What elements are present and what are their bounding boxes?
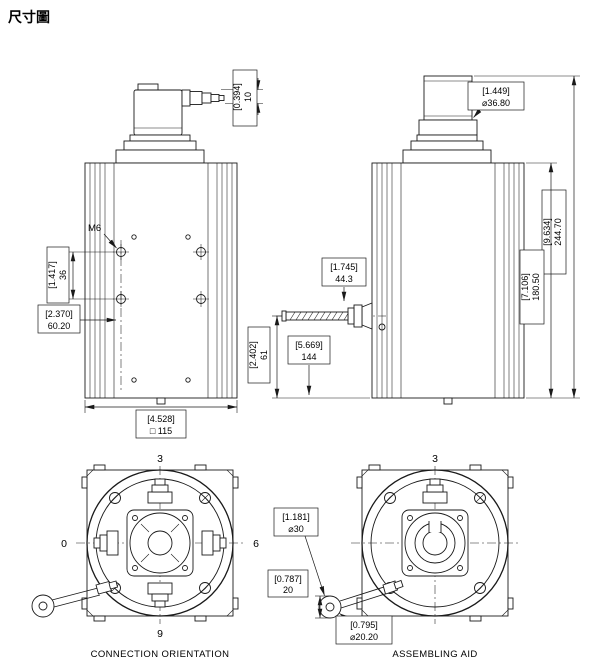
side-body bbox=[371, 162, 525, 399]
dim-body-width: [4.528] □ 115 bbox=[84, 400, 238, 439]
dim-depth-mm: 20 bbox=[283, 585, 293, 595]
dim-hole-spacing: [1.417] 36 bbox=[46, 246, 114, 304]
shaft-end bbox=[147, 530, 173, 556]
page-title: 尺寸圖 bbox=[8, 9, 50, 25]
shaft-collar bbox=[418, 119, 478, 136]
center-plate bbox=[401, 509, 469, 577]
extrusion-fins bbox=[89, 163, 233, 398]
dim-bore-inch: [1.181] bbox=[282, 512, 310, 522]
dim-total-height: [9.634] 244.70 bbox=[474, 75, 580, 399]
top-flange bbox=[402, 134, 492, 164]
bottom-nub bbox=[443, 397, 453, 405]
dim-body-height-mm: 180.50 bbox=[531, 273, 541, 301]
dim-body-height-inch: [7.106] bbox=[520, 273, 530, 301]
side-view: [1.449] ⌀36.80 [9.634] 244.70 [7.106] 18… bbox=[247, 75, 580, 405]
plate-screws bbox=[132, 515, 188, 571]
small-screw bbox=[131, 377, 137, 383]
orientation-label-top: 3 bbox=[157, 453, 163, 465]
small-screw bbox=[185, 234, 191, 240]
dim-body-width-mm: □ 115 bbox=[150, 426, 172, 436]
assembling-aid-ring bbox=[414, 519, 456, 564]
position-mark bbox=[378, 323, 386, 331]
key-marks bbox=[140, 523, 180, 563]
center-bore bbox=[129, 512, 191, 574]
assembling-aid-view: 3 [1.181] ⌀30 [0.787] 20 bbox=[267, 453, 519, 645]
thread-label: M6 bbox=[88, 223, 101, 234]
tool-head bbox=[31, 594, 55, 618]
dim-hole-offset-mm: 60.20 bbox=[48, 321, 71, 331]
mounting-hole bbox=[193, 244, 209, 260]
dim-connector-tip: [0.394] 10 bbox=[221, 69, 263, 127]
dim-hole-offset-inch: [2.370] bbox=[45, 309, 73, 319]
connector-position-9 bbox=[147, 582, 173, 608]
front-body bbox=[84, 162, 238, 399]
dim-hole-offset: [2.370] 60.20 bbox=[37, 304, 117, 334]
mounting-holes bbox=[113, 234, 209, 383]
connector-position-6 bbox=[201, 530, 227, 556]
extrusion-fins bbox=[376, 163, 520, 398]
dim-depth: [0.787] 20 bbox=[267, 569, 329, 619]
bottom-nub bbox=[156, 397, 166, 405]
cable-gland-right bbox=[181, 89, 225, 107]
cable-gland bbox=[361, 302, 373, 330]
dim-shaft-dia-mm: ⌀36.80 bbox=[482, 98, 510, 108]
mounting-hole bbox=[113, 244, 129, 260]
dim-body-width-inch: [4.528] bbox=[147, 414, 175, 424]
plate-screws bbox=[407, 515, 463, 571]
dim-shaft-dia-inch: [1.449] bbox=[482, 86, 510, 96]
connector-position-3 bbox=[422, 478, 448, 504]
orientation-label-top: 3 bbox=[432, 453, 438, 465]
top-flange bbox=[115, 134, 205, 164]
flange-screws bbox=[109, 492, 211, 594]
connection-orientation-view: 3 0 6 9 bbox=[31, 453, 259, 640]
shaft bbox=[418, 75, 478, 136]
dim-cable-to-bottom-mm: 61 bbox=[259, 350, 269, 360]
front-view: [0.394] 10 M6 [1.417] 36 [2.370] 60.20 bbox=[37, 69, 263, 439]
mounting-hole bbox=[113, 291, 129, 307]
dim-tool-dia-inch: [0.795] bbox=[350, 620, 378, 630]
dim-connector-tip-mm: 10 bbox=[243, 92, 253, 102]
dim-cable-to-bottom-inch: [2.402] bbox=[248, 341, 258, 369]
dim-cable-length-inch: [5.669] bbox=[295, 340, 323, 350]
dim-tool-dia: [0.795] ⌀20.20 bbox=[335, 613, 393, 645]
top-connector bbox=[133, 83, 225, 136]
dim-cable-height-inch: [1.745] bbox=[330, 262, 358, 272]
dim-cable-height-mm: 44.3 bbox=[335, 274, 353, 284]
dim-cable-length: [5.669] 144 bbox=[287, 335, 331, 396]
orientation-label-left: 0 bbox=[61, 538, 67, 550]
orientation-label-bottom: 9 bbox=[157, 628, 163, 640]
dim-depth-inch: [0.787] bbox=[274, 574, 302, 584]
small-screw bbox=[131, 234, 137, 240]
assembly-tool bbox=[318, 579, 404, 619]
assembling-aid-caption: ASSEMBLING AID bbox=[392, 649, 477, 660]
panel-edges bbox=[113, 163, 209, 398]
tool-head bbox=[318, 595, 342, 619]
dim-total-height-inch: [9.634] bbox=[542, 218, 552, 246]
dim-bore-mm: ⌀30 bbox=[288, 524, 303, 534]
dim-hole-spacing-inch: [1.417] bbox=[47, 261, 57, 289]
connector-position-0 bbox=[93, 530, 119, 556]
small-screw bbox=[185, 377, 191, 383]
dim-connector-tip-inch: [0.394] bbox=[232, 83, 242, 111]
dim-cable-height: [1.745] 44.3 bbox=[321, 257, 367, 302]
connection-orientation-caption: CONNECTION ORIENTATION bbox=[91, 649, 230, 660]
connector-position-3 bbox=[147, 478, 173, 504]
cable-exit bbox=[276, 302, 386, 331]
cable-hatching bbox=[289, 311, 349, 321]
assembly-tool bbox=[31, 580, 119, 618]
dim-tool-dia-mm: ⌀20.20 bbox=[350, 632, 378, 642]
mounting-hole bbox=[193, 291, 209, 307]
dim-cable-to-bottom: [2.402] 61 bbox=[247, 315, 370, 399]
dim-body-height: [7.106] 180.50 bbox=[519, 162, 557, 399]
orientation-label-right: 6 bbox=[253, 538, 259, 550]
dim-shaft-dia: [1.449] ⌀36.80 bbox=[467, 81, 525, 118]
panel-edges bbox=[400, 163, 496, 398]
dim-cable-length-mm: 144 bbox=[301, 352, 316, 362]
thread-callout: M6 bbox=[88, 223, 117, 249]
dim-bore: [1.181] ⌀30 bbox=[273, 507, 325, 596]
dim-total-height-mm: 244.70 bbox=[553, 218, 563, 246]
center-bore bbox=[404, 512, 466, 574]
dim-hole-spacing-mm: 36 bbox=[58, 270, 68, 280]
